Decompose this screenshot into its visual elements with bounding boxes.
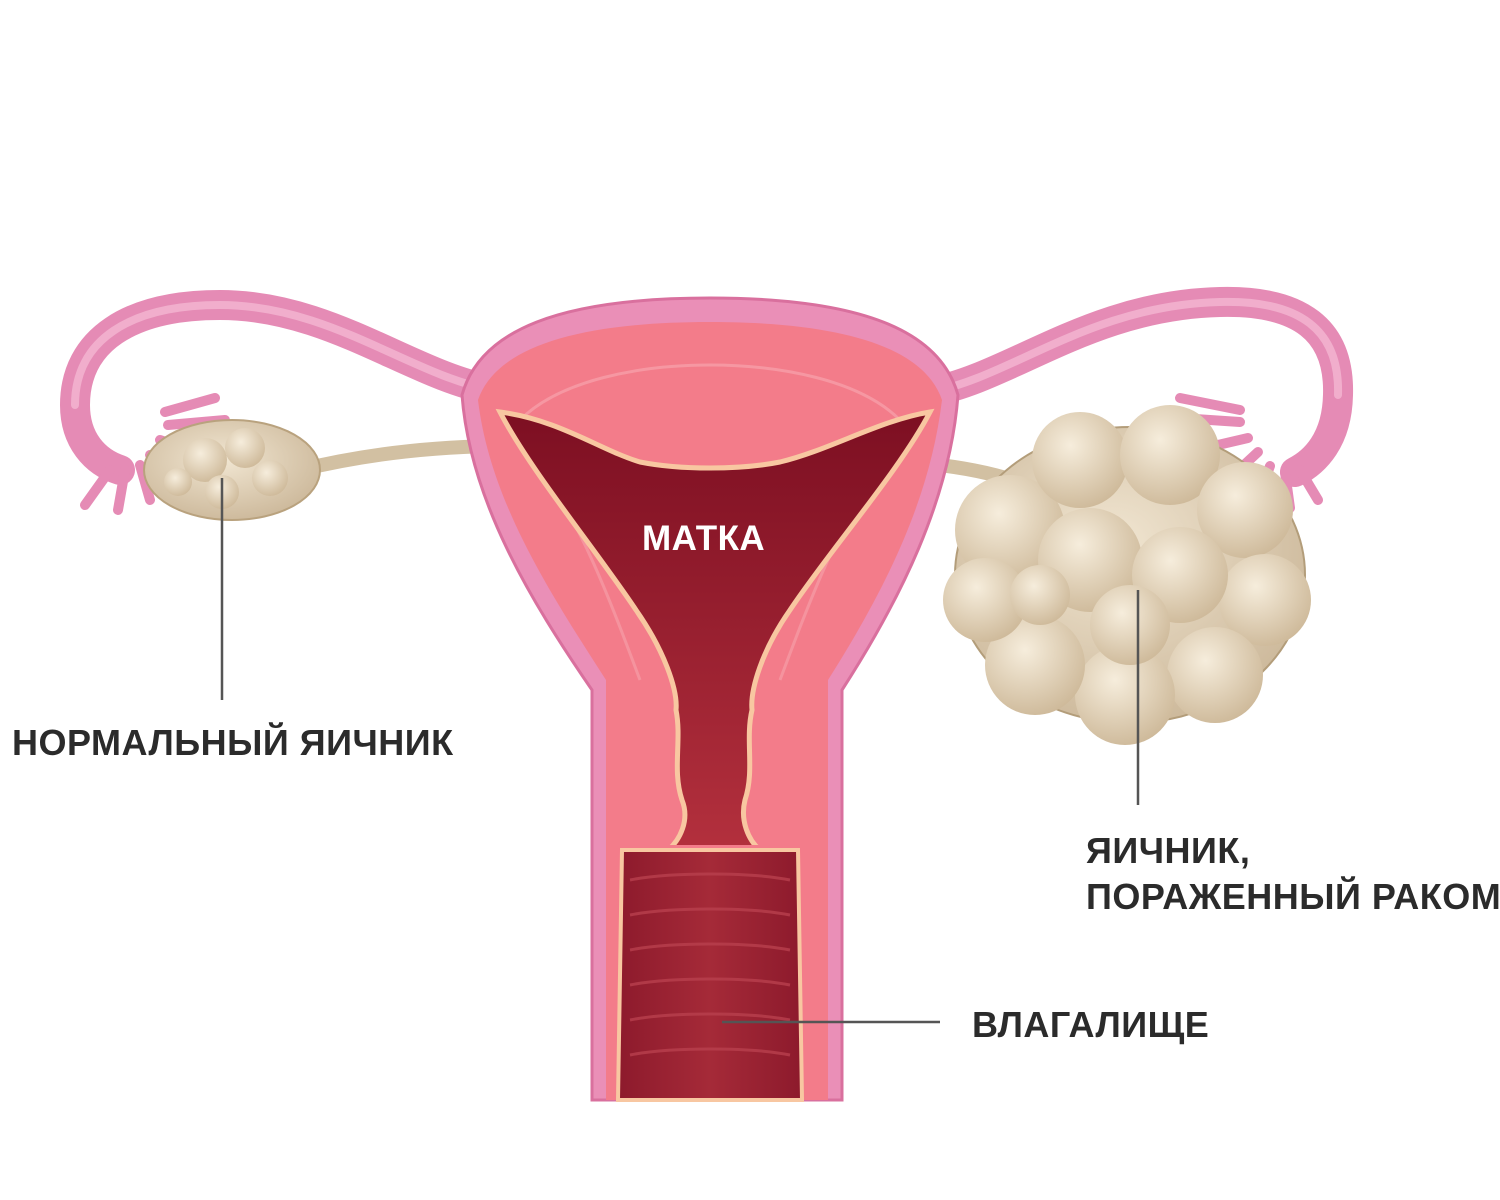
normal-ovary	[143, 419, 321, 521]
vagina	[610, 845, 810, 1102]
cancer-ovary-label-line2: ПОРАЖЕННЫЙ РАКОМ	[1086, 876, 1500, 917]
cancerous-ovary	[943, 405, 1311, 745]
vagina-label: ВЛАГАЛИЩЕ	[972, 1004, 1210, 1045]
normal-ovary-label: НОРМАЛЬНЫЙ ЯИЧНИК	[12, 722, 454, 763]
uterine-cavity	[495, 408, 935, 853]
uterus-label: МАТКА	[642, 519, 766, 558]
left-ovarian-ligament	[293, 439, 499, 477]
cancer-ovary-label-line1: ЯИЧНИК,	[1086, 830, 1251, 871]
cancer-ovary-label: ЯИЧНИК, ПОРАЖЕННЫЙ РАКОМ	[1086, 828, 1500, 920]
